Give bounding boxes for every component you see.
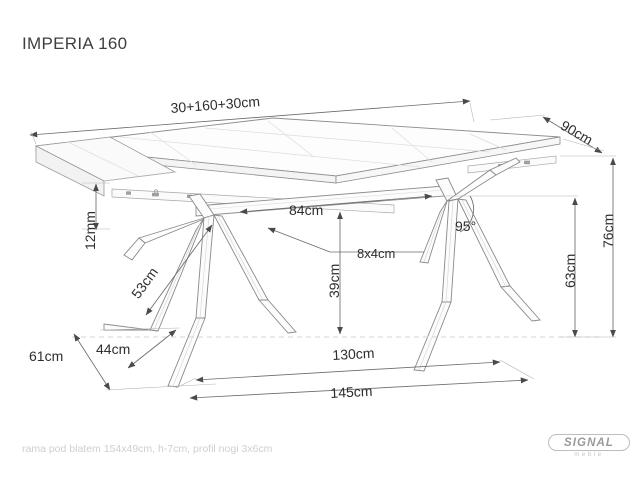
dimension-label-base-length: 145cm	[330, 382, 373, 401]
dimension-label-height-to-frame: 63cm	[562, 253, 578, 288]
dimension-label-frame-span: 84cm	[289, 202, 324, 218]
dimline-foot-span	[195, 359, 501, 383]
dimension-label-leg-profile: 8x4cm	[357, 246, 396, 261]
dimline-frame-span	[239, 193, 433, 215]
dimline-top-width	[29, 98, 471, 138]
signal-logo: SIGNAL meble	[548, 434, 632, 464]
extension-leaf-edge	[35, 145, 105, 197]
footer-note: rama pod blatem 154x49cm, h-7cm, profil …	[22, 443, 273, 455]
dimline-leg-spread-left	[145, 224, 213, 316]
page-title: IMPERIA 160	[22, 34, 128, 53]
dimension-label-foot-depth: 61cm	[29, 348, 64, 364]
dimension-label-clear-height: 39cm	[326, 263, 342, 298]
dimension-label-leg-angle: 95°	[455, 218, 477, 234]
dimension-label-foot-inner: 44cm	[96, 341, 131, 357]
dimension-label-top-thickness: 12mm	[82, 211, 98, 250]
logo-subtext: meble	[574, 452, 604, 458]
dimline-top-depth	[542, 116, 603, 154]
dimline-base-length	[189, 377, 529, 401]
dimline-foot-depth	[73, 333, 111, 391]
leg-assembly-right-highlights	[418, 199, 507, 371]
angle-arc-95	[459, 195, 474, 233]
dimension-lines	[29, 98, 616, 401]
logo-pill-outline	[548, 434, 630, 451]
dimension-label-total-height: 76cm	[600, 213, 616, 248]
logo-wordmark: SIGNAL	[563, 436, 615, 449]
dimline-foot-inner	[127, 329, 177, 369]
dimension-label-foot-span: 130cm	[332, 344, 375, 363]
